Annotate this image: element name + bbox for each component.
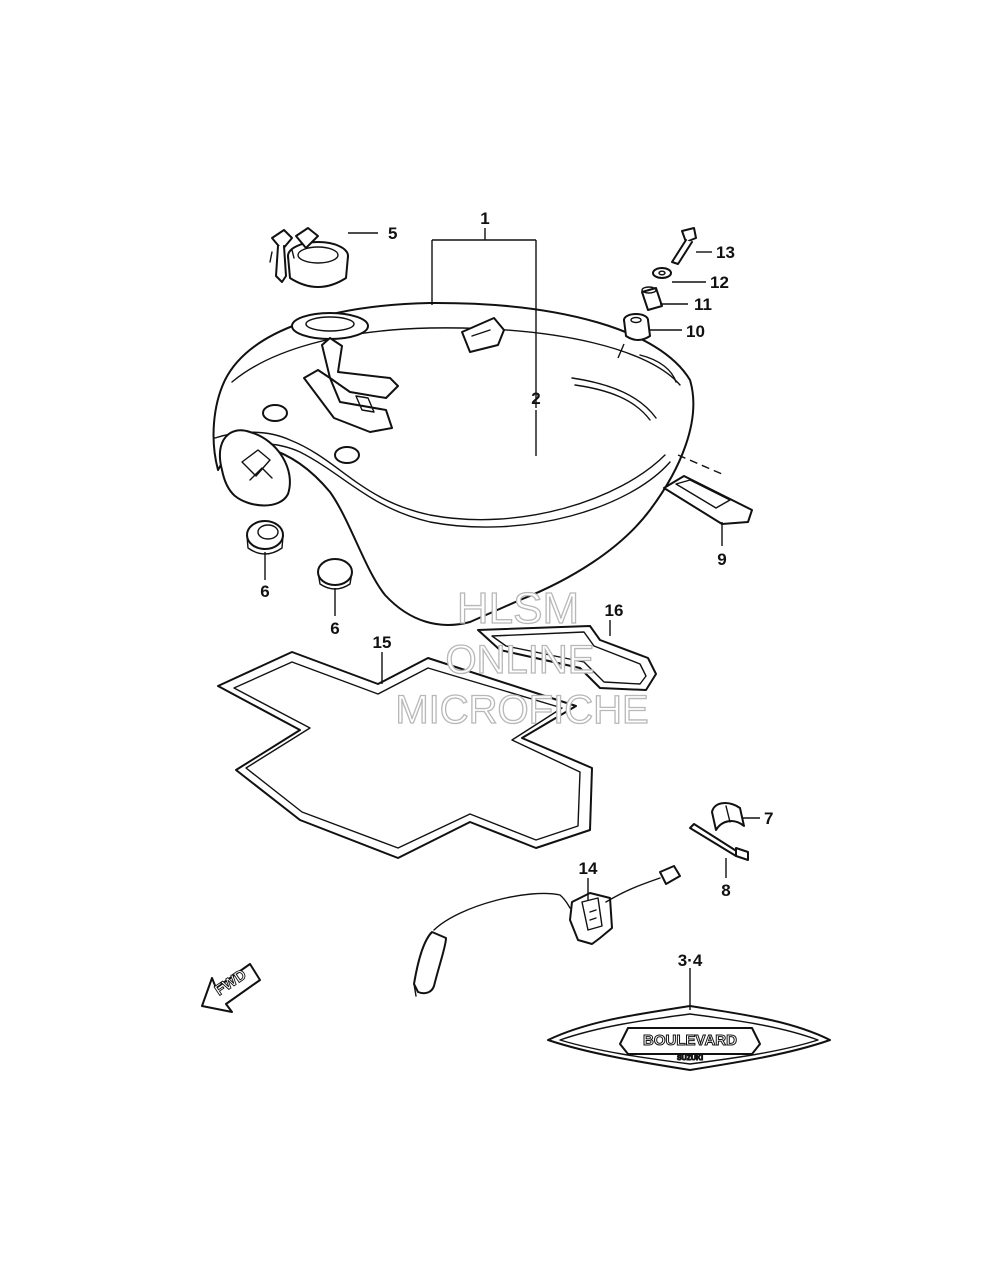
callout-16: 16 (605, 601, 624, 620)
fuel-tank (212, 301, 695, 626)
watermark-line-1: HLSM (457, 584, 579, 633)
cable-tie (689, 823, 749, 861)
washer (652, 267, 672, 279)
tank-pad (663, 475, 753, 525)
callout-6-b: 6 (330, 619, 339, 638)
emblem-brand-text: BOULEVARD (643, 1032, 737, 1049)
callout-13: 13 (716, 243, 735, 262)
callout-7: 7 (764, 809, 773, 828)
collar (641, 286, 663, 311)
watermark-line-2: ONLINE (446, 638, 595, 682)
wire-clamp (711, 802, 745, 831)
grommet-plug-2 (317, 558, 353, 590)
pad-position-line (677, 454, 723, 475)
callout-6-a: 6 (260, 582, 269, 601)
bolt (671, 227, 697, 265)
emblem-maker-text: SUZUKI (677, 1055, 703, 1062)
cross-shaped-gasket (217, 651, 593, 859)
callout-labels: 1 2 3·4 5 6 6 7 8 9 10 11 12 13 14 15 16 (260, 209, 773, 970)
callout-11: 11 (694, 295, 712, 314)
rear-cushion-loop (477, 625, 657, 691)
forward-direction-arrow: FWD (201, 963, 261, 1013)
fuel-level-gauge (413, 865, 681, 997)
watermark-line-3: MICROFICHE (395, 688, 648, 732)
callout-9: 9 (717, 550, 726, 569)
grommet-plug-1 (246, 520, 284, 555)
callout-2: 2 (531, 389, 540, 408)
callout-5: 5 (388, 224, 397, 243)
cushion-leader-tail (617, 343, 625, 359)
fuel-cap-with-keys (269, 227, 349, 288)
callout-10: 10 (686, 322, 705, 341)
leader-lines (264, 228, 760, 1010)
boulevard-emblem: BOULEVARD SUZUKI (547, 1005, 831, 1071)
callout-1: 1 (480, 209, 489, 228)
callout-3-4: 3·4 (678, 951, 703, 970)
callout-15: 15 (373, 633, 392, 652)
callout-14: 14 (579, 859, 598, 878)
callout-8: 8 (721, 881, 730, 900)
mount-cushion (623, 313, 651, 341)
watermark: HLSM ONLINE MICROFICHE (395, 583, 650, 732)
callout-12: 12 (710, 273, 729, 292)
